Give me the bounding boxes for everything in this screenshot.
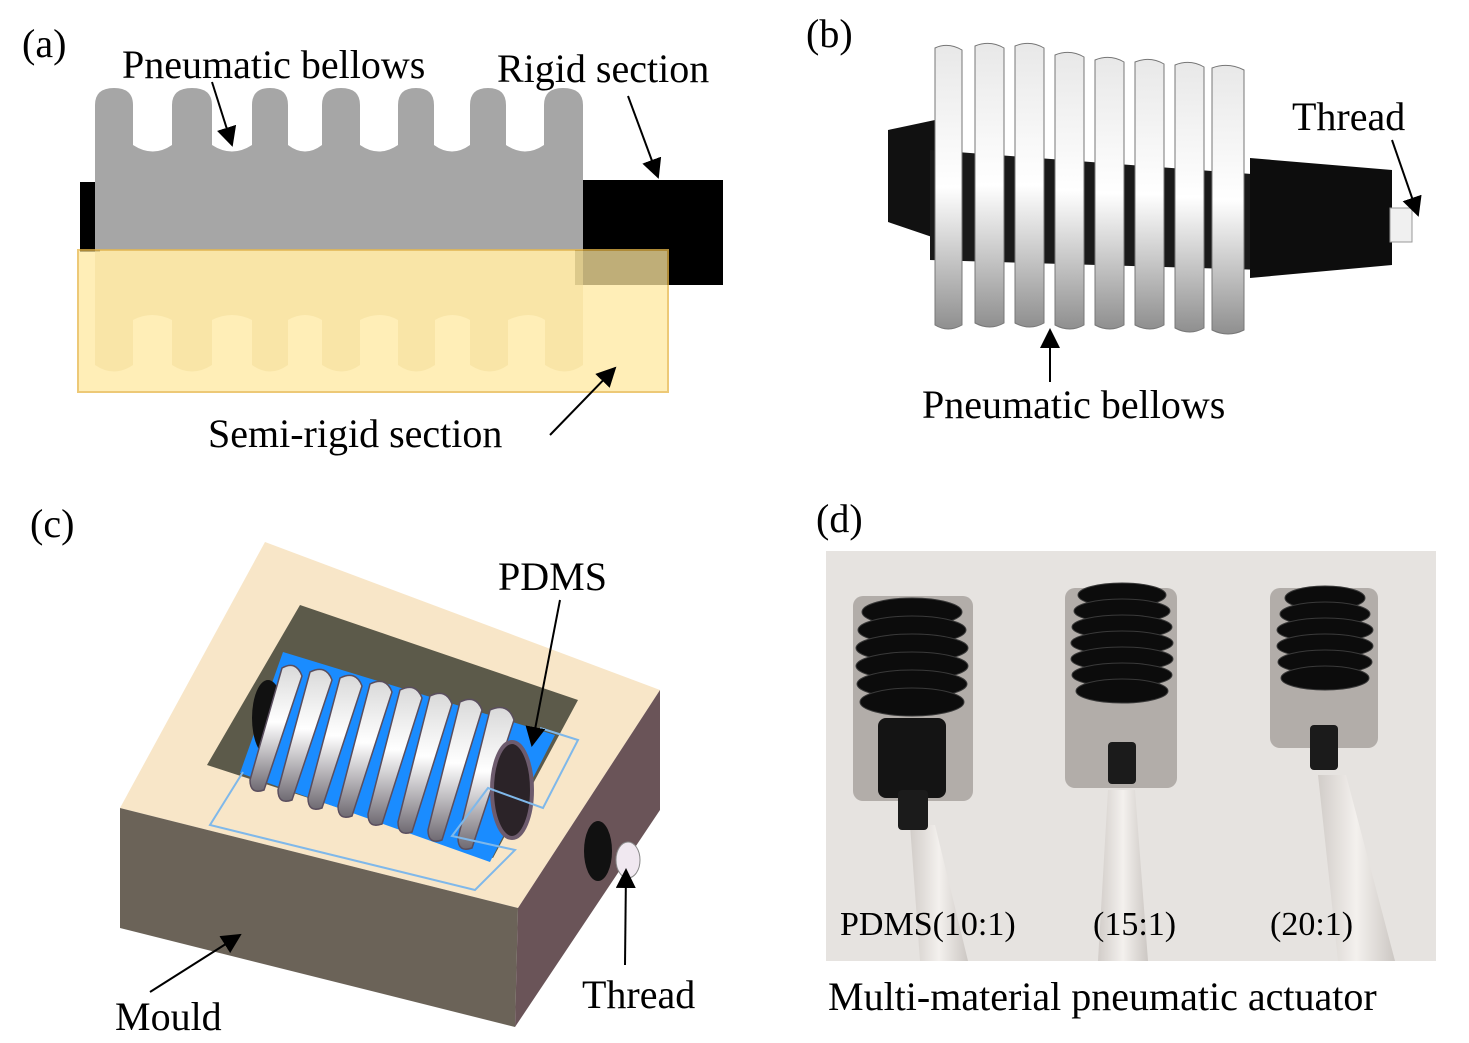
arrow-rigid xyxy=(627,95,662,179)
arrow-semi-rigid xyxy=(549,366,617,436)
thread-shaft-b xyxy=(1250,158,1392,278)
mould-label: Mould xyxy=(115,994,222,1039)
semi-rigid-section-label: Semi-rigid section xyxy=(208,411,502,456)
thread-tip-c xyxy=(615,841,641,879)
panel-b-label: (b) xyxy=(806,11,853,56)
bellows-b-left-cap xyxy=(888,120,935,238)
arrow-pdms xyxy=(525,599,561,747)
arrow-thread-c xyxy=(615,868,636,966)
sample-3-label: (20:1) xyxy=(1270,906,1353,943)
thread-label-c: Thread xyxy=(582,972,695,1017)
rigid-section-label: Rigid section xyxy=(497,46,709,91)
panel-c: (c) PDMS Mould Thread xyxy=(30,501,695,1039)
semi-rigid-section-box xyxy=(77,249,669,393)
panel-c-label: (c) xyxy=(30,501,74,546)
sample-1-label: PDMS(10:1) xyxy=(840,906,1016,943)
panel-a-label: (a) xyxy=(22,21,66,66)
actuator-sample-3 xyxy=(1270,585,1395,961)
thread-base-c xyxy=(584,821,612,881)
insert-outline xyxy=(208,727,580,892)
panel-a: (a) Pneumatic bellows Rigid section Semi… xyxy=(22,21,723,456)
pneumatic-bellows-shape xyxy=(95,88,583,250)
pdms-label: PDMS xyxy=(498,554,607,599)
bellows-c-rings xyxy=(249,664,534,850)
arrow-bellows-a xyxy=(211,81,237,147)
panel-d-caption: Multi-material pneumatic actuator xyxy=(828,974,1377,1019)
panel-d-label: (d) xyxy=(816,496,863,541)
bellows-b-rings xyxy=(934,42,1245,335)
arrow-thread-b xyxy=(1391,139,1422,217)
thread-label-b: Thread xyxy=(1292,94,1405,139)
sample-2-label: (15:1) xyxy=(1093,906,1176,943)
pneumatic-bellows-label-a: Pneumatic bellows xyxy=(122,42,425,87)
thread-tip-b xyxy=(1389,207,1413,243)
actuator-sample-1 xyxy=(853,596,973,961)
mould-front-face xyxy=(120,808,518,1027)
panel-b: (b) Thread Pneumatic bellows xyxy=(806,11,1422,427)
panel-d: (d) xyxy=(816,496,1436,1019)
pneumatic-bellows-label-b: Pneumatic bellows xyxy=(922,382,1225,427)
arrow-mould xyxy=(149,933,242,993)
actuator-sample-2 xyxy=(1065,582,1177,961)
